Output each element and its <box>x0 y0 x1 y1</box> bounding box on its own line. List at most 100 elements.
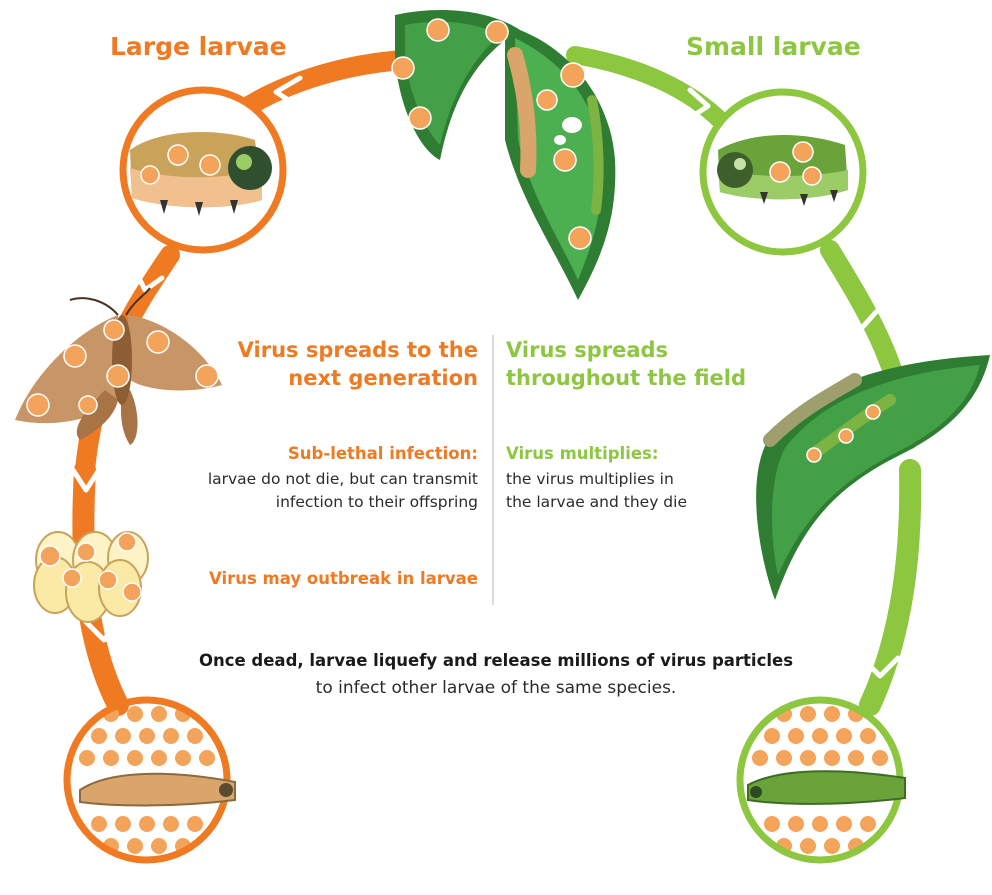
virus-particle-dot <box>896 706 912 722</box>
virus-particle-dot <box>764 728 780 744</box>
left-heading-line1: Virus spreads to the <box>238 336 478 364</box>
virus-particle-dot <box>860 816 876 832</box>
left-heading-line2: next generation <box>238 364 478 392</box>
virus-particle-dot <box>836 860 852 876</box>
virus-particle-dot <box>91 728 107 744</box>
large-larva-head-illustration <box>123 90 283 250</box>
virus-particle-dot <box>728 706 744 722</box>
virus-particle-dot <box>55 706 71 722</box>
right-heading-line1: Virus spreads <box>506 336 746 364</box>
virus-particle-dot <box>920 838 936 854</box>
virus-particle-dot <box>211 860 227 876</box>
virus-particle-dot <box>43 860 59 876</box>
left-body: larvae do not die, but can transmit infe… <box>208 468 478 514</box>
virus-particle-dot <box>908 860 924 876</box>
virus-particle-dot <box>199 750 215 766</box>
virus-particle-dot <box>860 860 876 876</box>
virus-particle-dot <box>151 838 167 854</box>
virus-particle-dot <box>800 838 816 854</box>
virus-particle-dot <box>115 860 131 876</box>
left-subheading: Sub-lethal infection: <box>288 444 478 463</box>
left-heading: Virus spreads to the next generation <box>238 336 478 392</box>
right-body: the virus multiplies in the larvae and t… <box>506 468 687 514</box>
virus-particle-dot <box>716 816 732 832</box>
bottom-regular-line: to infect other larvae of the same speci… <box>0 678 992 698</box>
virus-particle-dot <box>872 750 888 766</box>
virus-particle-dot <box>920 706 936 722</box>
large-larvae-label: Large larvae <box>110 32 287 61</box>
virus-particle-dot <box>884 860 900 876</box>
small-larvae-label: Small larvae <box>686 32 861 61</box>
virus-particle-dot <box>115 728 131 744</box>
virus-particle-dot <box>91 816 107 832</box>
virus-particle-dot <box>848 750 864 766</box>
virus-particle-dot <box>860 728 876 744</box>
leaf-with-small-larvae-illustration <box>756 355 990 600</box>
virus-particle-dot <box>67 860 83 876</box>
virus-particle-dot <box>115 816 131 832</box>
outbreak-text: Virus may outbreak in larvae <box>209 569 478 588</box>
virus-particle-dot <box>187 728 203 744</box>
virus-particle-dot <box>223 706 239 722</box>
virus-particle-dot <box>740 860 756 876</box>
small-larva-head-illustration <box>703 92 863 252</box>
virus-particle-dot <box>151 706 167 722</box>
right-body-line2: the larvae and they die <box>506 491 687 514</box>
virus-particle-dot <box>824 838 840 854</box>
virus-particle-dot <box>788 728 804 744</box>
dead-large-larva-illustration <box>43 684 263 876</box>
virus-particle-dot <box>836 728 852 744</box>
virus-particle-dot <box>824 706 840 722</box>
virus-particle-dot <box>163 728 179 744</box>
virus-particle-dot <box>235 728 251 744</box>
virus-particle-dot <box>139 728 155 744</box>
left-body-line1: larvae do not die, but can transmit <box>208 468 478 491</box>
virus-particle-dot <box>79 750 95 766</box>
dead-small-larva-illustration <box>716 684 936 876</box>
virus-particle-dot <box>151 750 167 766</box>
virus-particle-dot <box>103 750 119 766</box>
virus-particle-dot <box>175 750 191 766</box>
virus-particle-dot <box>728 838 744 854</box>
virus-particle-dot <box>908 816 924 832</box>
virus-particle-dot <box>247 750 263 766</box>
virus-particle-dot <box>908 728 924 744</box>
virus-particle-dot <box>187 816 203 832</box>
virus-particle-dot <box>91 860 107 876</box>
right-heading-line2: throughout the field <box>506 364 746 392</box>
bottom-bold-line: Once dead, larvae liquefy and release mi… <box>0 651 992 670</box>
virus-particle-dot <box>752 750 768 766</box>
right-subheading: Virus multiplies: <box>506 444 658 463</box>
virus-particle-dot <box>139 816 155 832</box>
virus-particle-dot <box>788 816 804 832</box>
virus-particle-dot <box>764 860 780 876</box>
right-heading: Virus spreads throughout the field <box>506 336 746 392</box>
virus-particle-dot <box>127 750 143 766</box>
virus-particle-dot <box>764 816 780 832</box>
virus-particle-dot <box>716 860 732 876</box>
infected-eggs-illustration <box>34 532 148 622</box>
virus-particle-dot <box>812 816 828 832</box>
virus-particle-dot <box>776 750 792 766</box>
virus-particle-dot <box>223 838 239 854</box>
virus-particle-dot <box>920 750 936 766</box>
right-body-line1: the virus multiplies in <box>506 468 687 491</box>
virus-particle-dot <box>235 860 251 876</box>
virus-particle-dot <box>800 706 816 722</box>
left-body-line2: infection to their offspring <box>208 491 478 514</box>
virus-particle-dot <box>43 816 59 832</box>
virus-particle-dot <box>55 838 71 854</box>
virus-particle-dot <box>247 706 263 722</box>
virus-particle-dot <box>247 838 263 854</box>
virus-particle-dot <box>127 706 143 722</box>
virus-particle-dot <box>896 838 912 854</box>
virus-particle-dot <box>235 816 251 832</box>
virus-particle-dot <box>824 750 840 766</box>
infected-moth-illustration <box>15 288 222 445</box>
virus-particle-dot <box>836 816 852 832</box>
virus-particle-dot <box>800 750 816 766</box>
virus-particle-dot <box>127 838 143 854</box>
virus-particle-dot <box>163 860 179 876</box>
